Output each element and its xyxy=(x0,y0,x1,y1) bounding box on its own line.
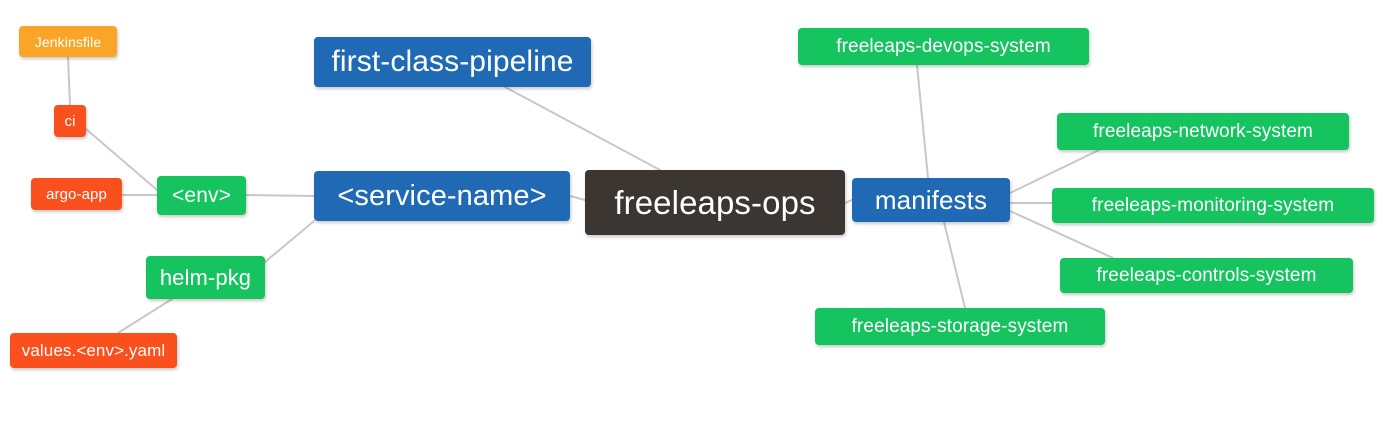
node-label-values-env-yaml: values.<env>.yaml xyxy=(21,341,166,360)
node-values-env-yaml[interactable]: values.<env>.yaml xyxy=(10,333,177,368)
node-label-freeleaps-devops-system: freeleaps-devops-system xyxy=(836,36,1051,57)
node-env[interactable]: <env> xyxy=(157,176,246,215)
edge-env-to-service-name xyxy=(245,194,315,197)
node-label-env: <env> xyxy=(172,184,231,207)
node-service-name[interactable]: <service-name> xyxy=(314,171,570,221)
edge-service-name-to-freeleaps-ops xyxy=(569,195,586,201)
node-label-freeleaps-network-system: freeleaps-network-system xyxy=(1093,121,1313,142)
node-ci[interactable]: ci xyxy=(54,105,86,137)
node-label-argo-app: argo-app xyxy=(46,185,107,203)
node-label-ci: ci xyxy=(64,112,76,130)
node-helm-pkg[interactable]: helm-pkg xyxy=(146,256,265,299)
edge-manifests-to-freeleaps-network-system xyxy=(1009,149,1100,194)
edge-first-class-pipeline-to-freeleaps-ops xyxy=(504,86,661,171)
node-label-freeleaps-controls-system: freeleaps-controls-system xyxy=(1096,265,1317,286)
edge-manifests-to-freeleaps-storage-system xyxy=(943,221,966,309)
edge-service-name-to-helm-pkg xyxy=(264,220,315,263)
node-freeleaps-ops[interactable]: freeleaps-ops xyxy=(585,170,845,235)
node-manifests[interactable]: manifests xyxy=(852,178,1010,222)
node-first-class-pipeline[interactable]: first-class-pipeline xyxy=(314,37,591,87)
node-freeleaps-devops-system[interactable]: freeleaps-devops-system xyxy=(798,28,1089,65)
node-label-freeleaps-ops: freeleaps-ops xyxy=(614,184,816,221)
node-label-manifests: manifests xyxy=(874,185,988,215)
node-label-first-class-pipeline: first-class-pipeline xyxy=(331,45,574,78)
node-label-freeleaps-storage-system: freeleaps-storage-system xyxy=(851,316,1069,337)
node-jenkinsfile[interactable]: Jenkinsfile xyxy=(19,26,117,57)
edge-freeleaps-ops-to-manifests xyxy=(844,199,853,204)
node-argo-app[interactable]: argo-app xyxy=(31,178,122,210)
node-freeleaps-storage-system[interactable]: freeleaps-storage-system xyxy=(815,308,1105,345)
edge-manifests-to-freeleaps-devops-system xyxy=(916,64,929,179)
node-label-service-name: <service-name> xyxy=(337,179,547,212)
node-freeleaps-controls-system[interactable]: freeleaps-controls-system xyxy=(1060,258,1353,293)
edge-helm-pkg-to-values-env-yaml xyxy=(117,298,173,334)
node-label-jenkinsfile: Jenkinsfile xyxy=(34,33,102,50)
node-freeleaps-monitoring-system[interactable]: freeleaps-monitoring-system xyxy=(1052,188,1374,223)
node-freeleaps-network-system[interactable]: freeleaps-network-system xyxy=(1057,113,1349,150)
node-label-helm-pkg: helm-pkg xyxy=(159,264,252,290)
node-label-freeleaps-monitoring-system: freeleaps-monitoring-system xyxy=(1091,195,1335,216)
edge-jenkinsfile-to-ci xyxy=(67,56,71,106)
